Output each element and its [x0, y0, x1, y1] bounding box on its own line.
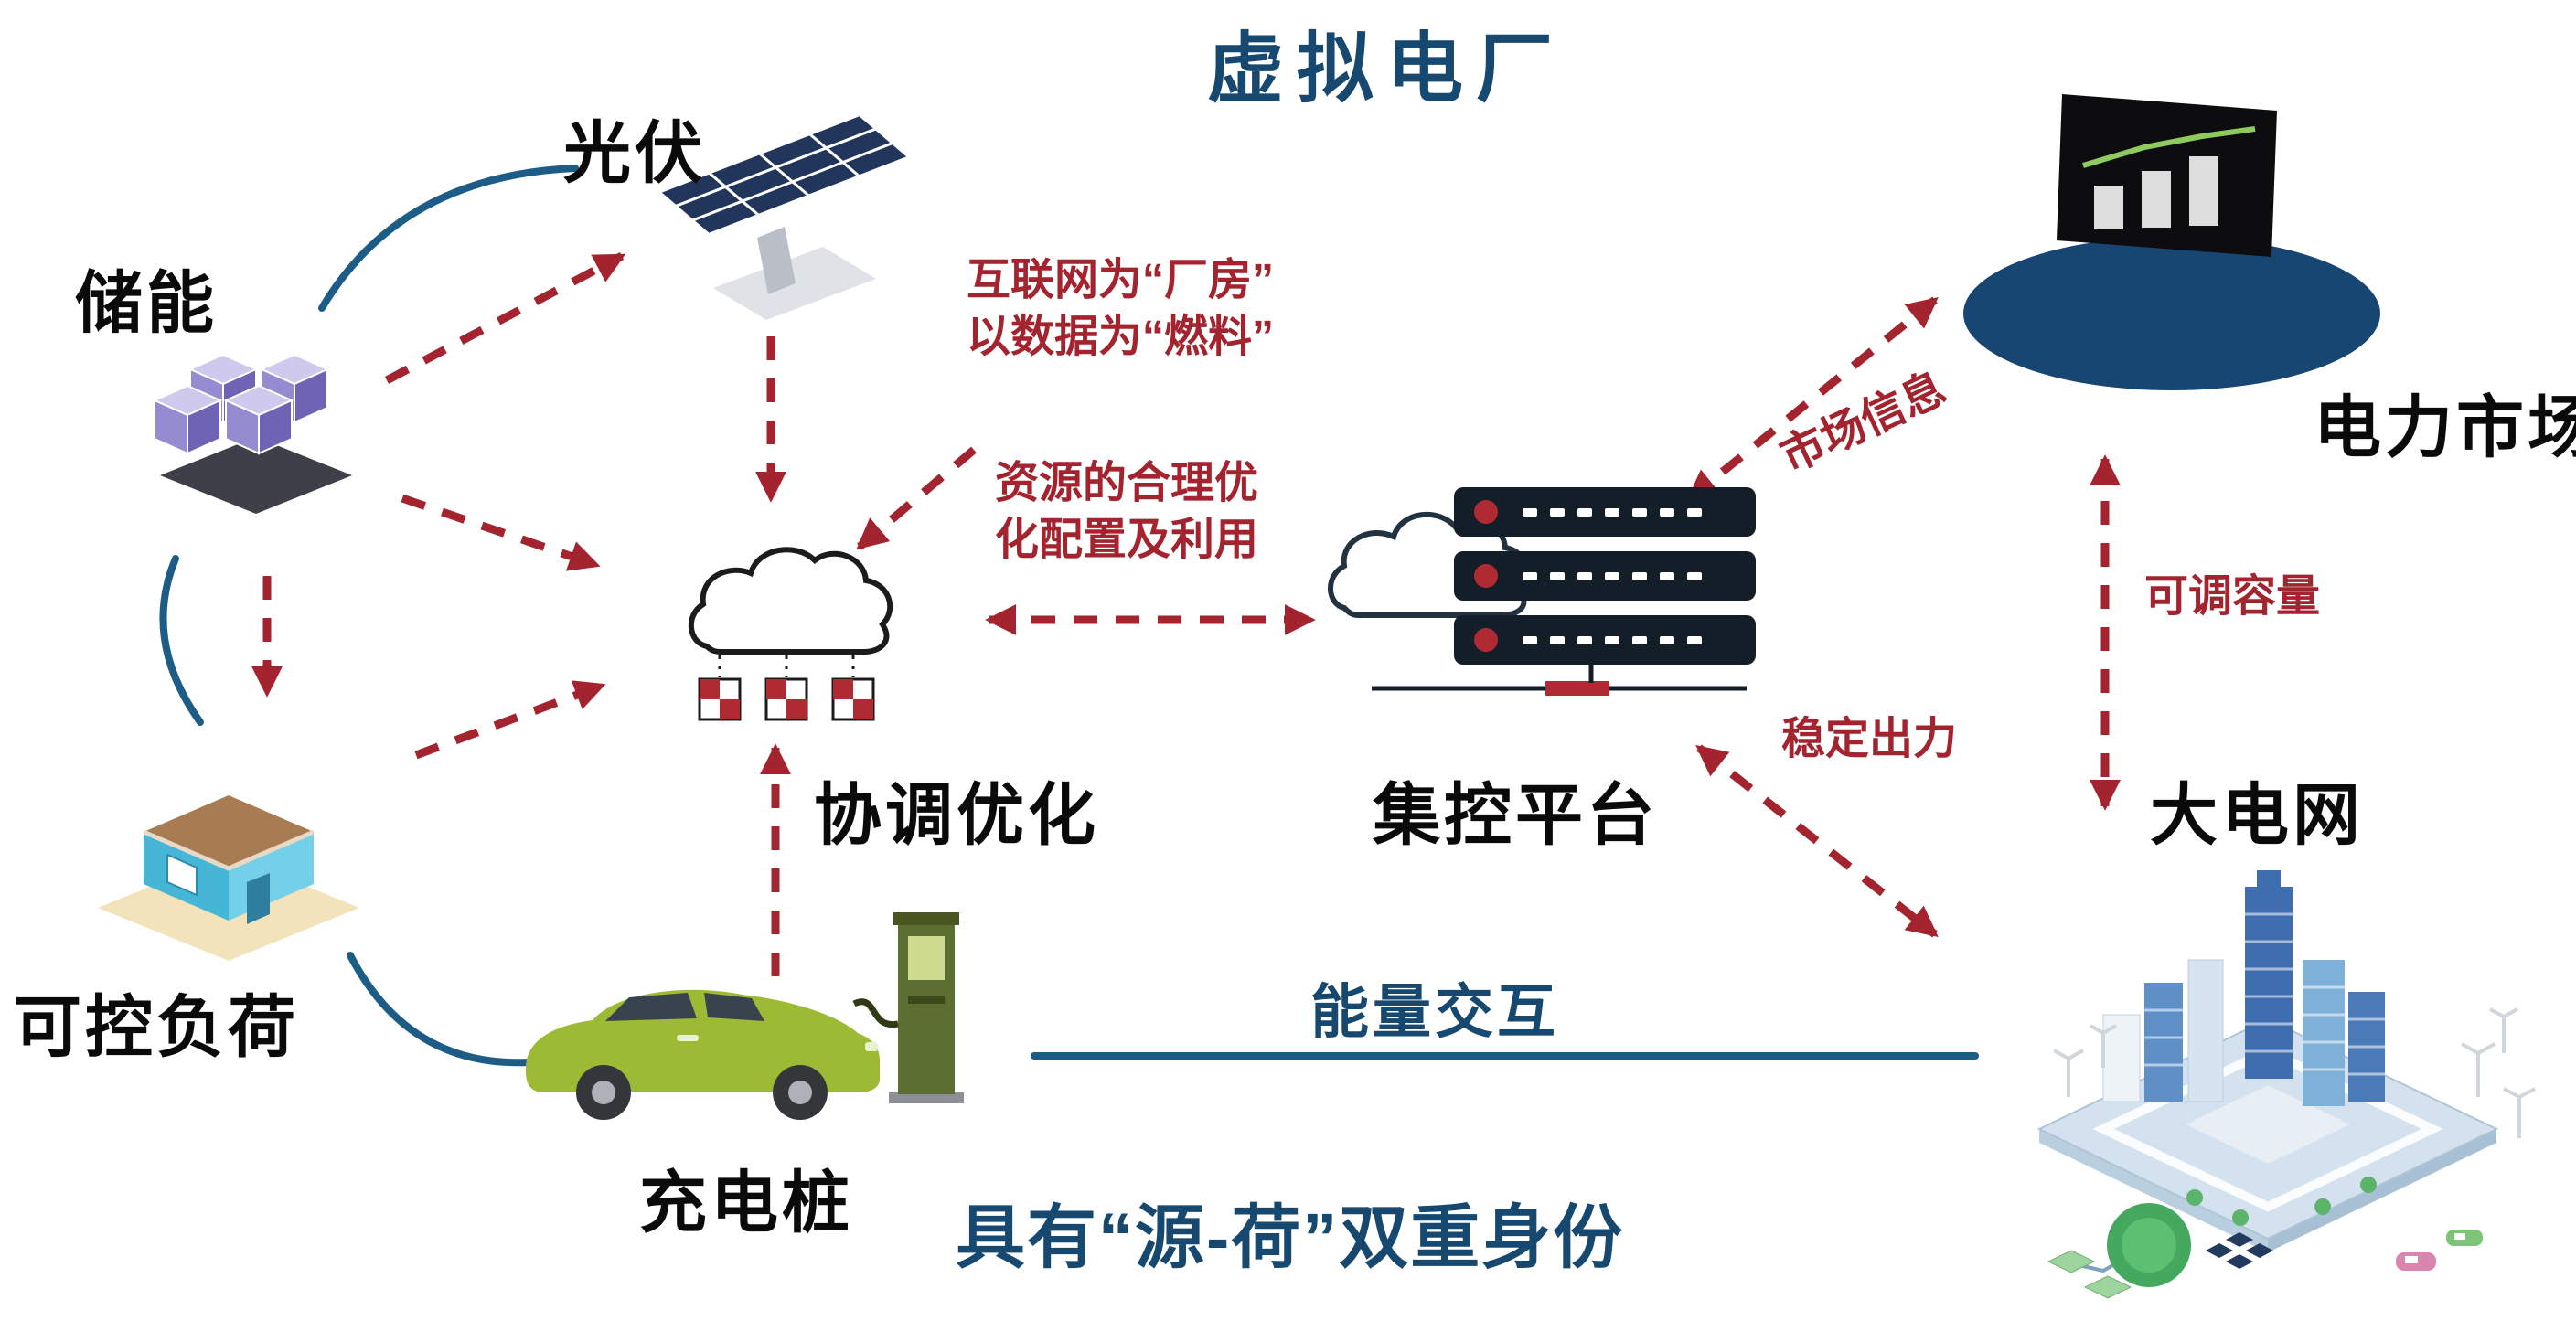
note-internet-line2: 以数据为“燃料” — [966, 313, 1274, 362]
page-title: 虚拟电厂 — [1207, 26, 1566, 112]
label-grid: 大电网 — [2150, 777, 2364, 853]
link-storage-pv — [318, 165, 579, 312]
note-resource: 资源的合理优 化配置及利用 — [971, 455, 1282, 570]
cloud-rack-icon — [1328, 487, 1756, 696]
arrow-platform-grid — [1695, 744, 1939, 938]
note-capacity: 可调容量 — [2144, 572, 2321, 621]
solar-panel-icon — [655, 112, 914, 320]
arrow-storage-to-pv — [384, 252, 626, 384]
note-internet: 互联网为“厂房” 以数据为“燃料” — [933, 252, 1308, 367]
house-icon — [98, 795, 359, 961]
note-resource-line1: 资源的合理优 — [994, 459, 1258, 507]
battery-cubes-icon — [152, 353, 352, 514]
ev-car-charger-icon — [526, 912, 964, 1120]
note-resource-line2: 化配置及利用 — [994, 516, 1258, 565]
label-load: 可控负荷 — [14, 989, 299, 1065]
note-internet-line1: 互联网为“厂房” — [966, 256, 1274, 304]
label-storage: 储能 — [75, 265, 218, 341]
note-dual-identity: 具有“源-荷”双重身份 — [956, 1199, 1625, 1277]
label-coordination: 协调优化 — [814, 777, 1099, 853]
note-stable-output: 稳定出力 — [1781, 715, 1958, 763]
label-charger: 充电桩 — [639, 1165, 853, 1241]
arrow-load-to-coordination — [414, 680, 606, 760]
note-energy-exchange: 能量交互 — [1310, 979, 1559, 1045]
smart-city-icon — [2036, 870, 2536, 1299]
label-pv: 光伏 — [563, 115, 706, 191]
label-market: 电力市场 — [2314, 389, 2576, 465]
market-chart-icon — [1963, 94, 2380, 390]
arrow-storage-to-coordination — [401, 494, 601, 571]
link-storage-load — [159, 555, 204, 726]
label-platform: 集控平台 — [1373, 777, 1658, 853]
link-load-charger — [347, 952, 532, 1067]
cloud-servers-icon — [688, 547, 893, 721]
arrow-platform-market — [1686, 296, 1939, 502]
